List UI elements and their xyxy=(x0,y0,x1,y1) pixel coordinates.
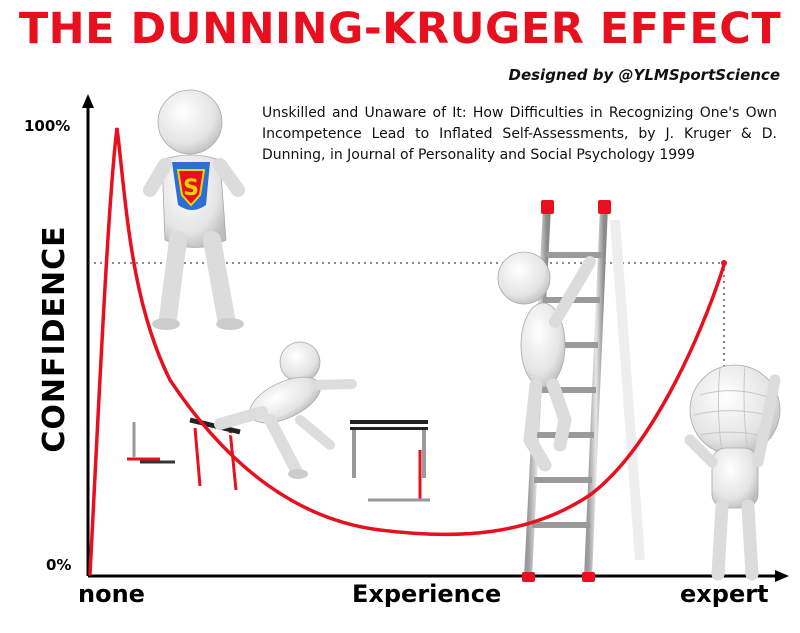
puzzle-head-thinking-figure xyxy=(684,364,781,581)
y-tick-top: 100% xyxy=(24,117,71,135)
expert-point xyxy=(721,260,727,266)
x-label-experience: Experience xyxy=(352,580,502,608)
hurdle-stumbling-figure xyxy=(127,341,430,502)
ladder-climbing-figure xyxy=(497,200,645,582)
page-title: THE DUNNING-KRUGER EFFECT xyxy=(18,4,782,54)
citation-text: Unskilled and Unaware of It: How Difficu… xyxy=(262,105,777,163)
svg-text:S: S xyxy=(183,176,199,201)
y-axis-label: CONFIDENCE xyxy=(37,225,72,453)
superhero-figure: S xyxy=(143,89,245,330)
x-label-none: none xyxy=(78,580,145,608)
y-tick-bottom: 0% xyxy=(46,556,72,574)
x-label-expert: expert xyxy=(680,580,769,608)
designer-credit: Designed by @YLMSportScience xyxy=(508,66,781,84)
confidence-curve xyxy=(88,127,726,576)
axes xyxy=(82,94,789,582)
